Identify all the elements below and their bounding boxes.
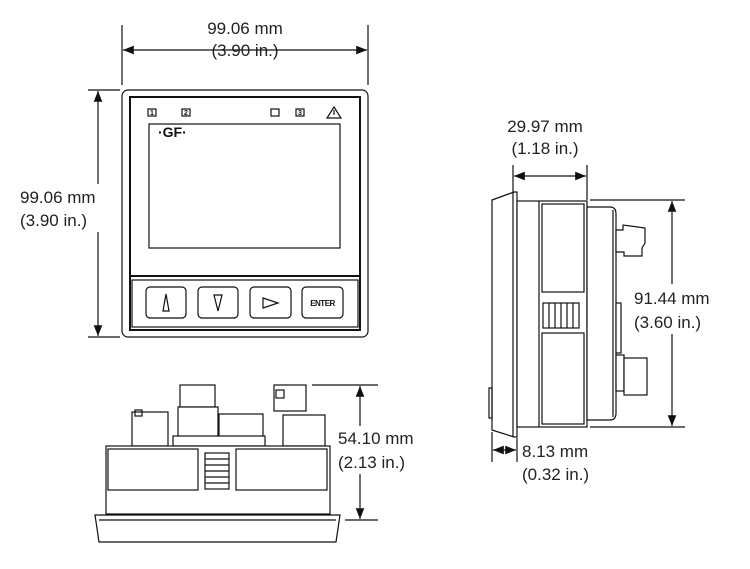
bezel-profile [491,191,518,438]
bottom-view: 54.10 mm (2.13 in.) [94,384,436,543]
vent-grille [204,452,230,490]
warning-icon [325,105,343,119]
right-button[interactable] [249,286,292,319]
front-width-in: (3.90 in.) [211,41,278,60]
display-screen [148,123,341,249]
bezel-outer [121,89,369,338]
housing-body [105,445,331,515]
up-button[interactable] [145,286,187,319]
rear-cover [586,206,617,421]
indicator-3 [295,108,305,117]
side-body-in: (1.18 in.) [511,139,578,158]
front-width-mm: 99.06 mm [207,19,283,38]
side-bezel-in: (0.32 in.) [522,465,589,484]
side-vent [542,302,580,329]
rear-connector [615,224,646,257]
bezel-lip [94,514,341,543]
front-height-mm: 99.06 mm [20,188,96,207]
svg-text:ENTER: ENTER [310,299,335,308]
gf-logo: ·GF· [158,124,187,140]
side-housing [516,200,588,428]
side-height-in: (3.60 in.) [634,313,701,332]
front-view: 99.06 mm (3.90 in.) 99.06 mm (3.90 in.) … [18,19,369,338]
indicator-1 [147,108,157,117]
front-height-in: (3.90 in.) [20,211,87,230]
bottom-depth-mm: 54.10 mm [338,429,414,448]
indicator-2 [181,108,191,117]
down-arrow-icon [213,294,223,312]
indicator-blank [270,108,280,117]
bezel-inner [129,96,361,331]
enter-button[interactable]: ENTER [301,286,344,319]
side-bezel-mm: 8.13 mm [522,442,588,461]
side-view: 29.97 mm (1.18 in.) 91.44 mm (3.60 in.) [488,117,730,484]
svg-text:3: 3 [298,110,302,117]
right-arrow-icon [262,297,280,309]
knob-connector [179,384,216,408]
bottom-depth-in: (2.13 in.) [338,453,405,472]
up-arrow-icon [162,293,170,312]
svg-text:1: 1 [150,110,154,117]
side-body-mm: 29.97 mm [507,117,583,136]
svg-text:2: 2 [184,110,188,117]
side-height-mm: 91.44 mm [634,289,710,308]
rear-port [623,357,648,396]
down-button[interactable] [197,286,239,319]
